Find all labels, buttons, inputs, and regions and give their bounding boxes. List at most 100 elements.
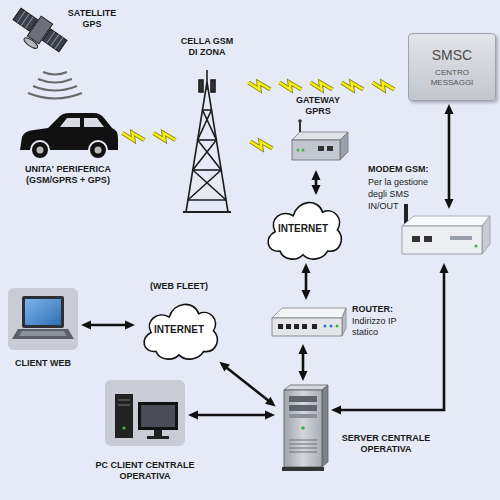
gsm-tower-icon xyxy=(193,169,221,171)
router-device-icon xyxy=(336,325,339,328)
wireless-bolt xyxy=(123,133,176,140)
server-tower-icon xyxy=(282,467,324,471)
server-tower-icon xyxy=(301,426,305,430)
internet-cloud: INTERNET xyxy=(262,198,344,260)
satellite-icon xyxy=(6,4,70,62)
router-device-icon xyxy=(302,324,307,329)
gsm-modem: MODEM GSM:Per la gestione degli SMS IN/O… xyxy=(398,212,490,260)
device-label: GATEWAY GPRS xyxy=(286,95,350,117)
laptop-icon xyxy=(19,331,67,336)
gsm-tower-icon xyxy=(188,199,226,201)
device-label: ROUTER: xyxy=(352,304,422,315)
desktop-pc-icon xyxy=(115,394,133,438)
device-label: SATELLITE GPS xyxy=(63,8,121,30)
desktop-pc-icon xyxy=(141,405,175,427)
modem-device-icon xyxy=(450,236,472,240)
gprs-gateway: GATEWAY GPRS xyxy=(288,122,348,167)
laptop-icon xyxy=(12,329,74,339)
car-icon xyxy=(20,113,118,159)
cloud-label: INTERNET xyxy=(138,324,220,335)
message-center-box: SMSC CENTRO MESSAGGI xyxy=(408,33,496,101)
box-subtitle: CENTRO MESSAGGI xyxy=(420,68,484,88)
desktop-pc-icon xyxy=(138,402,178,430)
gsm-tower-icon xyxy=(188,110,221,200)
data-connector xyxy=(219,362,275,407)
satellite-icon xyxy=(25,17,33,28)
gateway-device-icon xyxy=(340,132,348,160)
arrow-head xyxy=(219,362,230,372)
router-device-icon xyxy=(272,308,346,318)
server-tower-icon xyxy=(289,448,317,449)
gps-signal-waves xyxy=(33,86,77,91)
web-client: CLIENT WEB xyxy=(8,288,78,350)
server-tower-icon xyxy=(289,405,317,411)
gsm-cell-tower: CELLA GSM DI ZONA xyxy=(180,70,235,215)
device-label: CELLA GSM DI ZONA xyxy=(177,36,237,58)
gps-signal-waves xyxy=(43,72,67,75)
data-connector xyxy=(299,344,308,381)
gateway-device-icon xyxy=(292,140,340,160)
arrow-head xyxy=(312,170,321,180)
arrow-head xyxy=(331,406,341,415)
satellite-icon xyxy=(23,36,40,50)
box-title: SMSC xyxy=(409,47,495,63)
router-device-icon xyxy=(330,325,333,328)
connector-line xyxy=(448,113,451,200)
data-connector xyxy=(81,321,135,330)
device-label: PC CLIENT CENTRALE OPERATIVA xyxy=(92,460,198,482)
gateway-device-icon xyxy=(292,119,348,160)
arrow-head xyxy=(302,290,311,300)
connector-line xyxy=(315,179,318,186)
router-device-icon xyxy=(272,318,342,336)
device-label: CLIENT WEB xyxy=(0,358,88,369)
operator-pc: PC CLIENT CENTRALE OPERATIVA xyxy=(105,380,185,446)
router-device-icon xyxy=(312,324,317,329)
cloud-label: INTERNET xyxy=(262,223,344,234)
server-tower-icon xyxy=(322,385,328,467)
wireless-link xyxy=(251,142,273,149)
wireless-link xyxy=(123,133,176,140)
arrow-head xyxy=(265,411,275,420)
data-connector xyxy=(302,263,311,300)
modem-device-icon xyxy=(482,216,490,254)
device-label: SERVER CENTRALE OPERATIVA xyxy=(330,433,442,455)
wireless-bolt-outline xyxy=(251,142,273,149)
vehicle-unit: UNITA' PERIFERICA (GSM/GPRS + GPS) xyxy=(18,112,118,160)
modem-device-icon xyxy=(402,226,482,254)
internet-cloud: (WEB FLEET)INTERNET xyxy=(138,300,220,360)
data-connector xyxy=(445,104,454,209)
desktop-pc-icon xyxy=(154,430,162,436)
gsm-tower-icon xyxy=(211,80,215,92)
server-tower-icon xyxy=(284,390,322,467)
gateway-device-icon xyxy=(302,149,305,152)
gsm-tower-icon xyxy=(199,80,203,92)
gateway-device-icon xyxy=(318,146,324,151)
router: ROUTER:Indirizzo IP statico xyxy=(268,303,346,341)
server-tower-icon xyxy=(289,414,317,418)
arrow-head xyxy=(188,411,198,420)
car-icon xyxy=(37,147,44,154)
wireless-bolt xyxy=(251,142,273,149)
modem-device-icon xyxy=(475,245,478,248)
gps-signal-waves xyxy=(28,72,82,99)
gsm-tower-icon xyxy=(183,70,231,212)
modem-device-icon xyxy=(402,216,490,226)
router-device-icon xyxy=(294,324,299,329)
device-label: UNITA' PERIFERICA (GSM/GPRS + GPS) xyxy=(4,164,132,186)
data-connector xyxy=(331,263,449,415)
router-device-icon xyxy=(286,324,291,329)
car-icon xyxy=(89,141,107,159)
gsm-tower-icon xyxy=(183,211,231,213)
arrow-head xyxy=(302,263,311,273)
gateway-device-icon xyxy=(292,132,348,140)
gps-signal-waves xyxy=(38,79,72,83)
laptop-icon xyxy=(8,288,78,350)
connector-line xyxy=(226,367,268,400)
desktop-pc-icon xyxy=(118,400,130,401)
car-icon xyxy=(84,118,104,127)
router-device-icon xyxy=(324,325,327,328)
satellite-icon xyxy=(55,37,63,48)
laptop-icon xyxy=(8,288,78,350)
